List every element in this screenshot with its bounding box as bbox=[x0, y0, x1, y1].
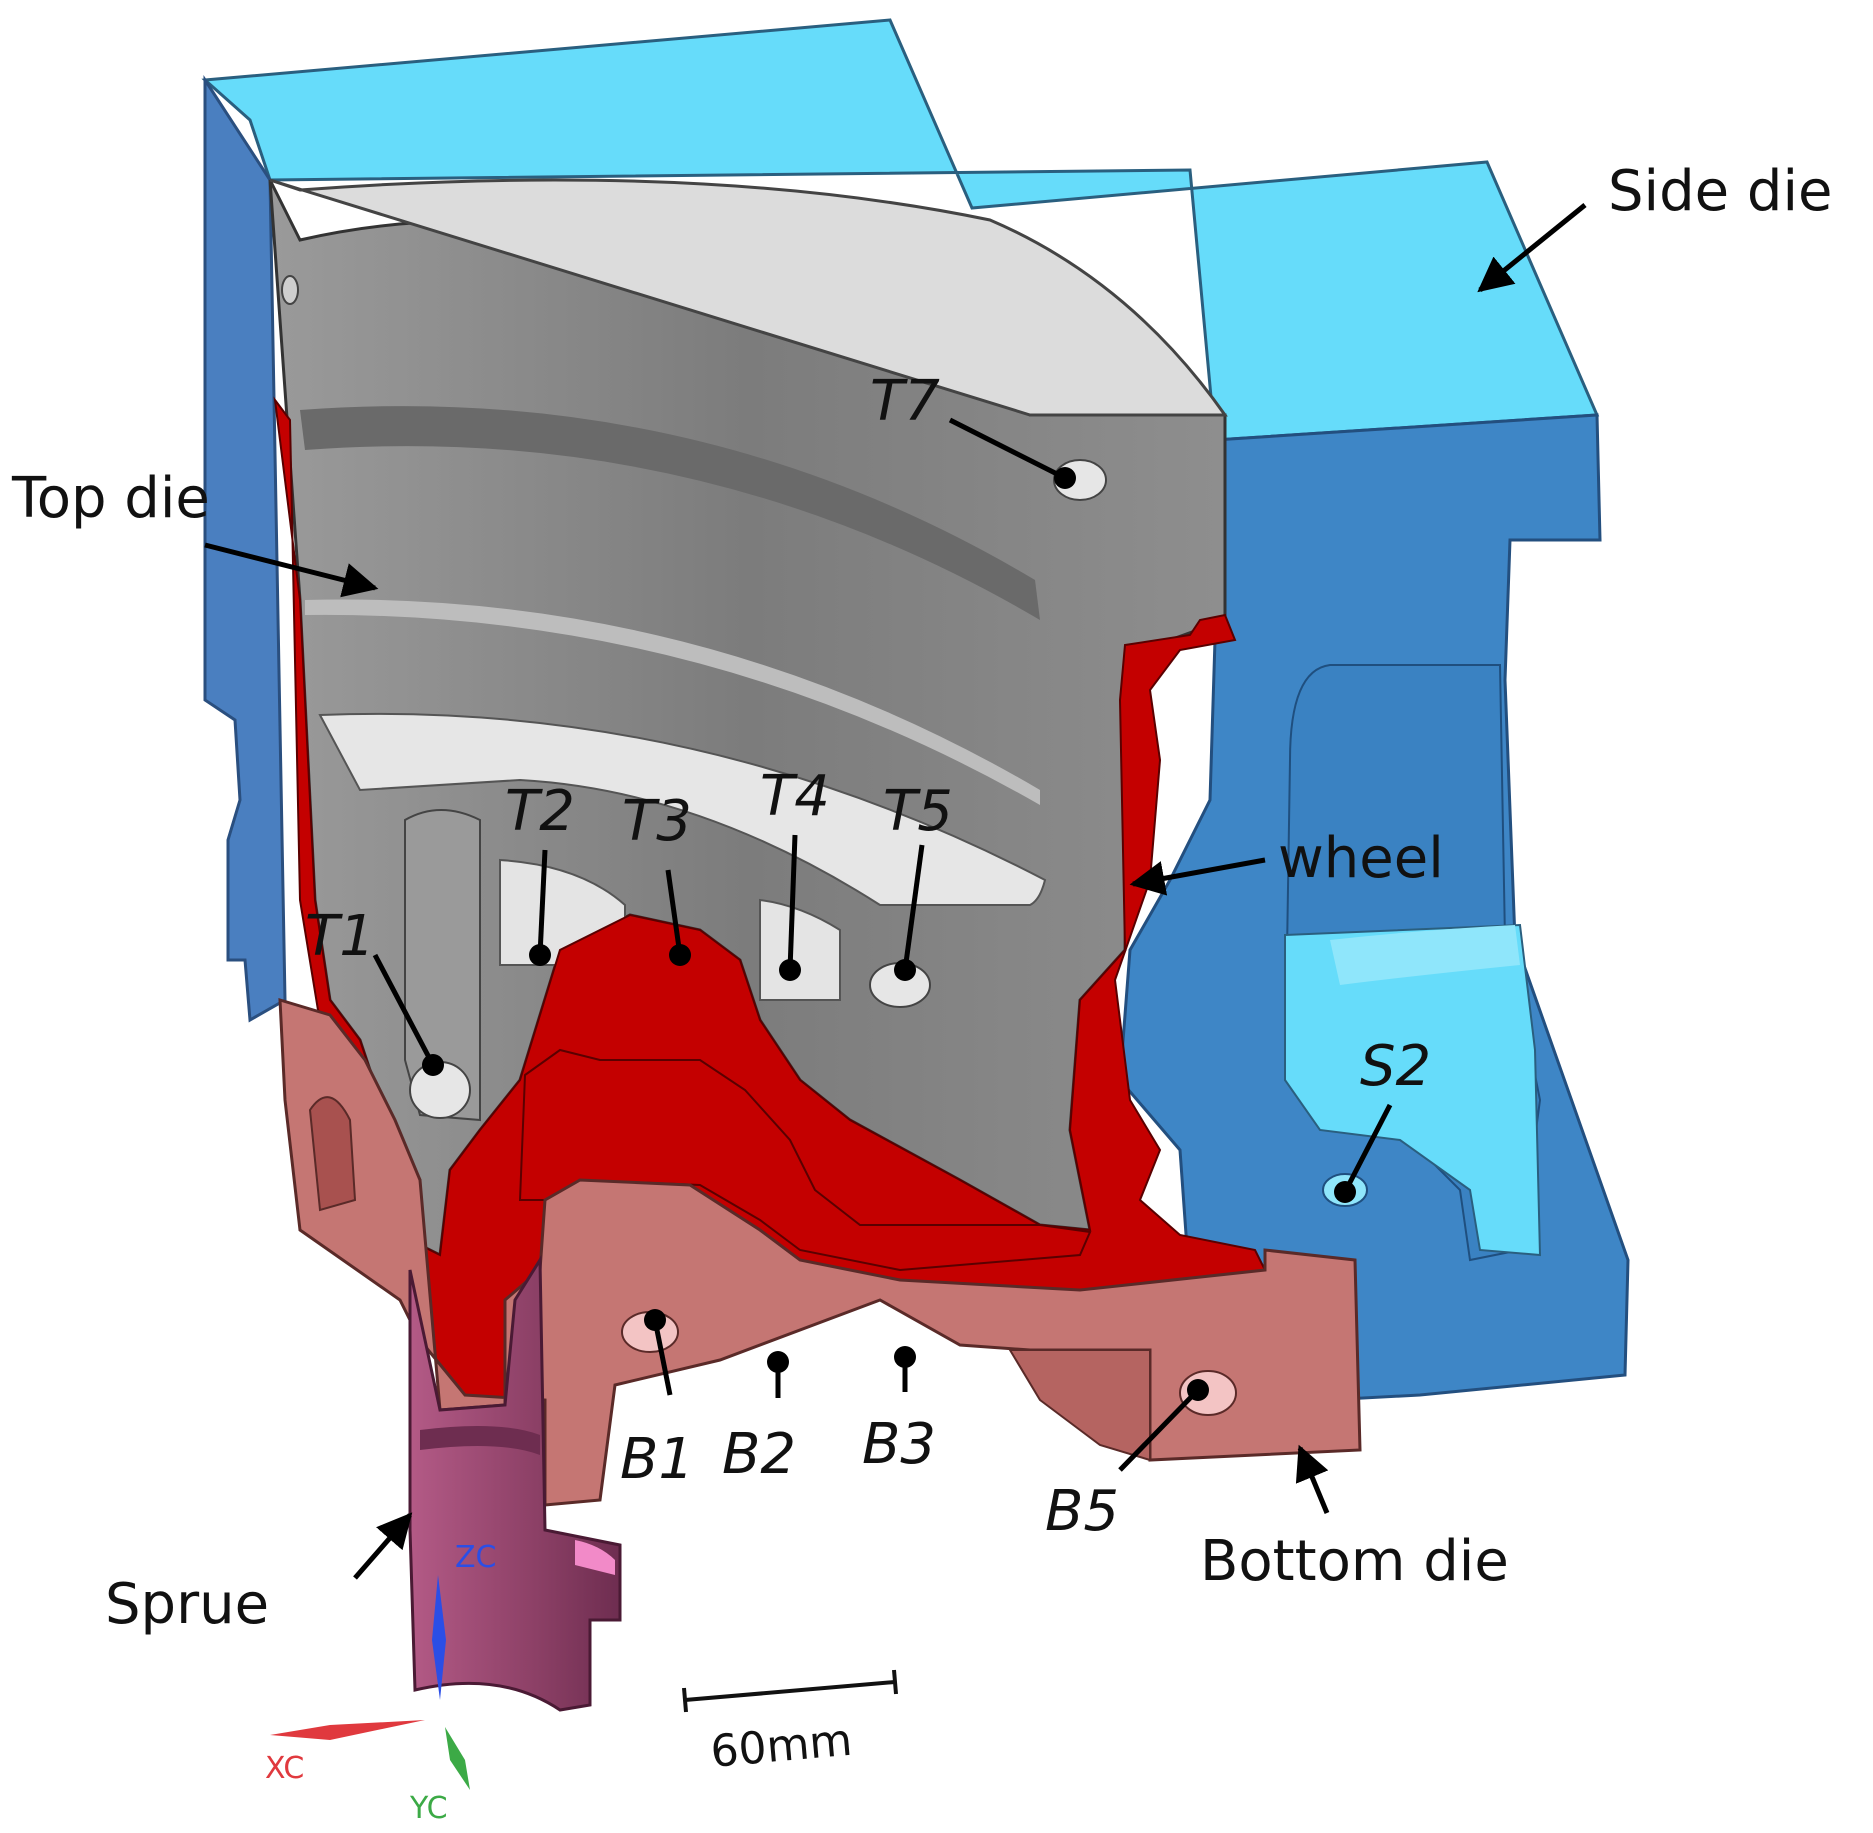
label-top-die: Top die bbox=[11, 466, 210, 531]
axis-x-label: XC bbox=[265, 1751, 304, 1786]
scale-bar-label: 60mm bbox=[709, 1715, 855, 1778]
scale-bar-tick-left bbox=[682, 1687, 688, 1713]
pointer-t7 bbox=[948, 417, 1076, 489]
pointer-b5 bbox=[1118, 1379, 1209, 1472]
pointer-b1 bbox=[644, 1309, 673, 1396]
scale-bar-line bbox=[684, 1680, 896, 1702]
arrow-wheel bbox=[1129, 857, 1266, 896]
axis-z-arrow bbox=[432, 1575, 446, 1700]
label-b2: B2 bbox=[722, 1422, 796, 1487]
label-sprue: Sprue bbox=[105, 1572, 269, 1637]
label-bottom-die: Bottom die bbox=[1200, 1529, 1509, 1594]
pointer-b2 bbox=[767, 1351, 789, 1398]
top-die-band-2 bbox=[305, 599, 1040, 805]
label-t5: T5 bbox=[883, 779, 953, 844]
pointer-t5 bbox=[894, 844, 925, 981]
pointer-t3 bbox=[665, 869, 691, 966]
label-b5: B5 bbox=[1045, 1479, 1119, 1544]
sprue bbox=[408, 1254, 622, 1712]
labels: Side die Top die wheel Sprue Bottom die … bbox=[11, 159, 1832, 1637]
axis-x-arrow bbox=[270, 1720, 425, 1740]
side-die bbox=[201, 18, 1630, 1412]
sprue-pink-tip bbox=[575, 1540, 615, 1575]
bottom-die-left-cavity bbox=[308, 1096, 357, 1212]
label-t3: T3 bbox=[622, 789, 692, 854]
arrow-bottom-die bbox=[1295, 1444, 1330, 1514]
axis-y-arrow bbox=[445, 1727, 470, 1790]
sprue-band bbox=[420, 1426, 540, 1455]
label-b3: B3 bbox=[862, 1412, 936, 1477]
top-die-ledge bbox=[318, 712, 1047, 906]
coordinate-triad: ZC XC YC bbox=[265, 1540, 497, 1826]
label-wheel: wheel bbox=[1278, 826, 1444, 891]
label-t1: T1 bbox=[305, 904, 375, 969]
pointer-t1 bbox=[372, 953, 444, 1076]
arrow-top-die bbox=[204, 542, 379, 598]
scale-bar-tick-right bbox=[892, 1669, 898, 1695]
thermocouple-pointers bbox=[372, 417, 1393, 1472]
top-die-side-hole bbox=[281, 275, 299, 305]
top-die-band-1 bbox=[300, 406, 1040, 620]
axis-y-label: YC bbox=[409, 1791, 448, 1826]
scale-bar: 60mm bbox=[682, 1669, 898, 1778]
top-die-window-2 bbox=[759, 898, 841, 1001]
pointer-b3 bbox=[894, 1346, 916, 1392]
label-t2: T2 bbox=[505, 779, 575, 844]
label-t4: T4 bbox=[760, 764, 830, 829]
label-b1: B1 bbox=[620, 1427, 694, 1492]
top-die bbox=[268, 178, 1228, 1258]
side-die-groove bbox=[1330, 925, 1520, 985]
pointer-t2 bbox=[529, 849, 551, 966]
pointer-t4 bbox=[779, 834, 801, 981]
callout-arrows bbox=[204, 203, 1587, 1580]
pointer-s2 bbox=[1334, 1103, 1393, 1203]
side-die-left-face bbox=[203, 74, 287, 1023]
axis-z-label: ZC bbox=[455, 1540, 497, 1575]
arrow-side-die bbox=[1477, 203, 1587, 293]
label-s2: S2 bbox=[1360, 1034, 1431, 1099]
sprue-body bbox=[408, 1254, 622, 1712]
bottom-die-lower-wedge bbox=[1008, 1349, 1151, 1462]
label-t7: T7 bbox=[870, 369, 940, 434]
label-side-die: Side die bbox=[1608, 159, 1832, 224]
top-die-top-surface bbox=[269, 178, 1228, 417]
arrow-sprue bbox=[353, 1512, 413, 1580]
side-die-inner-step bbox=[1284, 923, 1542, 1257]
